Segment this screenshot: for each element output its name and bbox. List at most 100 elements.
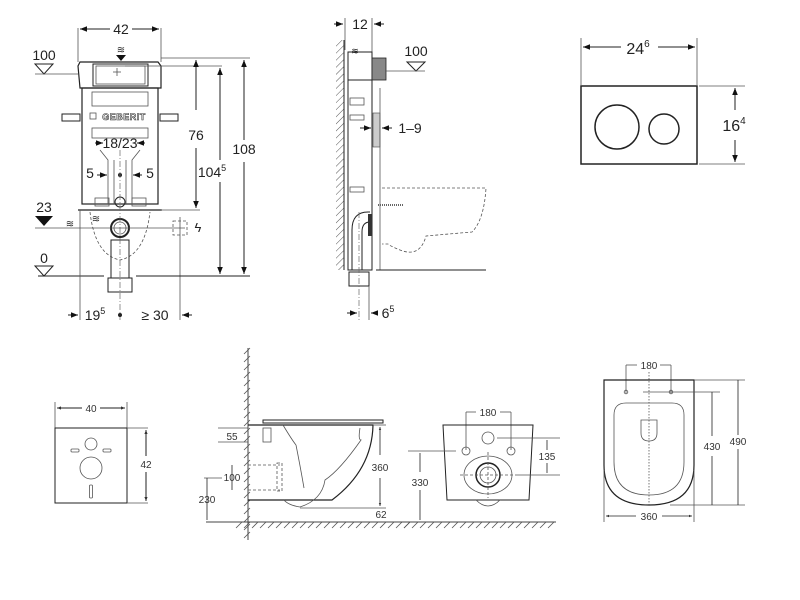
flush-button-small: [648, 113, 680, 145]
cistern-opening: [92, 63, 149, 87]
panel: [91, 91, 149, 107]
dim-pad-height: 42: [140, 460, 152, 471]
dim-490: 490: [730, 437, 747, 448]
bolt-hole: [506, 446, 516, 456]
inlet-hole: [481, 431, 495, 445]
bracket: [349, 186, 365, 193]
frame-side-body: [347, 79, 373, 271]
inlet-hole: [84, 437, 98, 451]
dim-430: 430: [704, 442, 721, 453]
drain-hole: [79, 456, 103, 480]
drain-bend: [351, 211, 371, 270]
dim-sup: 5: [389, 304, 394, 314]
water-inlet-icon: ≋: [117, 45, 125, 56]
dim-bolt-spacing: 180: [641, 361, 658, 372]
dim-bolt-spacing: 180: [480, 408, 497, 419]
dim-sup: 5: [221, 163, 226, 173]
dim-main: 24: [626, 41, 644, 58]
dim-sup: 5: [100, 306, 105, 316]
wall-hatch: [336, 40, 344, 270]
logo-square: [89, 112, 97, 120]
dim-offset-19-5: 195: [85, 306, 106, 323]
level-23-label: 23: [36, 199, 52, 215]
dim-main: 16: [722, 118, 740, 135]
wall-hatch: [243, 347, 251, 539]
bolt-slot: [102, 448, 112, 453]
toilet-side-view: 55 100 230 360 62: [199, 347, 411, 540]
level-0-label: 0: [40, 250, 48, 266]
flush-button-large: [594, 104, 640, 150]
dim-plate-height: 164: [722, 116, 746, 135]
label-box: [349, 97, 365, 106]
floor-hatch: [235, 521, 411, 529]
frame-body: [81, 87, 159, 205]
lightning-icon: ϟ: [195, 220, 202, 235]
bolt-hole: [461, 446, 471, 456]
dim-height-104-5: 1045: [198, 163, 226, 180]
dim-offset-left: 5: [86, 165, 94, 181]
inlet-connector: [262, 427, 272, 443]
dim-135: 135: [539, 452, 556, 463]
dim-inner-width: 18/23: [102, 135, 137, 151]
flush-actuator-housing: [371, 57, 387, 81]
water-supply-icon: ≋: [66, 219, 74, 230]
flush-plate-side: [372, 112, 381, 148]
dim-main: 19: [85, 307, 101, 323]
dim-width-42: 42: [113, 21, 129, 37]
cistern-side: [347, 51, 373, 81]
water-inlet-icon: ≋: [351, 46, 359, 56]
dim-main: 6: [382, 305, 390, 321]
arrow-icon: [116, 55, 126, 61]
dim-offset-right: 5: [146, 165, 154, 181]
level-marker-icon: [405, 61, 427, 72]
toilet-outline-dashed: [382, 187, 487, 253]
seat-outline: [613, 402, 685, 496]
dim-wall-thickness: 1–9: [398, 120, 422, 136]
floor-hatch: [403, 521, 555, 529]
slot: [89, 484, 93, 499]
toilet-bowl-outline: [248, 424, 374, 501]
drain-connector-dashed: [276, 462, 283, 492]
bracket: [349, 114, 365, 121]
frame-struts: [99, 149, 141, 204]
level-marker-icon: [33, 63, 55, 75]
fixing: [94, 197, 110, 207]
water-supply-icon: ≋: [92, 214, 100, 225]
dim-sup: 4: [740, 116, 746, 127]
dim-sup: 6: [644, 39, 650, 50]
toilet-seat: [262, 419, 384, 424]
toilet-top-view: 180 430 490 360: [603, 361, 747, 523]
dim-plate-width: 246: [626, 39, 650, 58]
flush-plate: [580, 85, 698, 165]
sound-insulation-pad-view: 40 42: [54, 402, 152, 504]
level-marker-icon: [33, 265, 55, 277]
level-100-label: 100: [32, 47, 56, 63]
cistern-inner: [95, 65, 146, 85]
bracket-right: [159, 113, 179, 122]
brand-logo: GEBERIT: [102, 112, 146, 122]
level-marker-filled-icon: [35, 216, 53, 226]
dim-230: 230: [199, 495, 216, 506]
dim-height-108: 108: [232, 141, 256, 157]
frame-front-view: 42 100 ≋ GEBERIT 18/23 5: [32, 21, 256, 323]
dim-pad-width: 40: [85, 404, 97, 415]
bowl-bottom: [475, 499, 501, 507]
bowl-inner-curve: [282, 424, 362, 508]
drain-socket: [107, 277, 133, 293]
bolt-slot: [70, 448, 80, 453]
dim-330: 330: [412, 478, 429, 489]
seal: [368, 214, 372, 236]
dim-main: 104: [198, 164, 222, 180]
fixing: [131, 197, 147, 207]
toilet-back-outline: [442, 424, 534, 501]
dim-62: 62: [375, 510, 387, 521]
bracket-left: [61, 113, 81, 122]
cistern-top: [77, 61, 162, 89]
dim-flush-height-76: 76: [188, 127, 204, 143]
flush-plate-view: 246 164: [580, 38, 746, 165]
level-100-label: 100: [404, 43, 428, 59]
frame-side-view: 12 ≋ 100 1–9 65: [334, 16, 487, 321]
center-point: [118, 313, 122, 317]
bowl-trap: [295, 444, 305, 489]
